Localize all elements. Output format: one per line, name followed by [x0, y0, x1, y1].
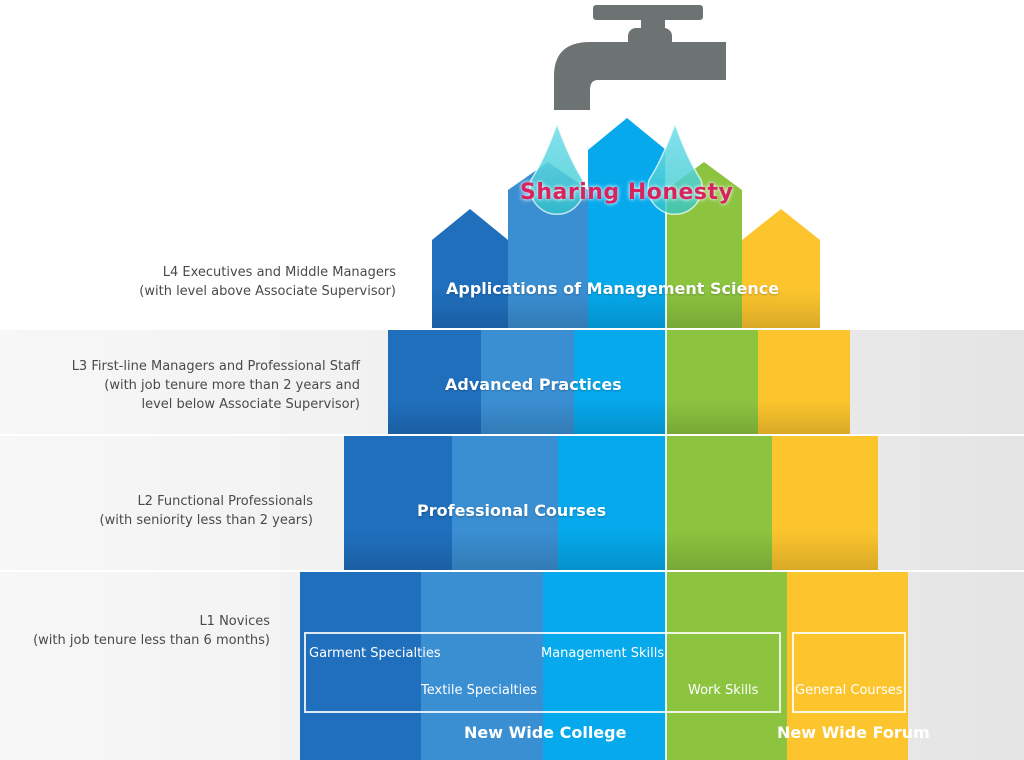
item-general-courses: General Courses [795, 683, 903, 698]
water-drop-icon [647, 121, 703, 215]
level-label-l2: L2 Functional Professionals (with senior… [99, 494, 313, 528]
water-drop-icon [529, 121, 585, 215]
diagram-title: Sharing Honesty [520, 180, 734, 205]
level-label-l1: L1 Novices (with job tenure less than 6 … [33, 614, 270, 648]
level-label-l3: L3 First-line Managers and Professional … [71, 359, 360, 412]
level-label-l4: L4 Executives and Middle Managers (with … [139, 265, 396, 299]
tier-l3-content: Advanced Practices [445, 375, 622, 394]
tier-l4-content: Applications of Management Science [446, 279, 780, 298]
brand-college: New Wide College [464, 723, 627, 742]
tier-l1-columns [300, 572, 908, 760]
item-management-skills: Management Skills [541, 646, 665, 661]
faucet-icon [554, 5, 726, 110]
forum-frame [792, 632, 906, 713]
brand-forum: New Wide Forum [777, 723, 930, 742]
item-textile-specialties: Textile Specialties [421, 683, 537, 698]
item-garment-specialties: Garment Specialties [309, 646, 441, 661]
column-arrow [588, 118, 666, 328]
college-frame [304, 632, 781, 713]
item-work-skills: Work Skills [688, 683, 759, 698]
tier-l2-content: Professional Courses [417, 501, 607, 520]
